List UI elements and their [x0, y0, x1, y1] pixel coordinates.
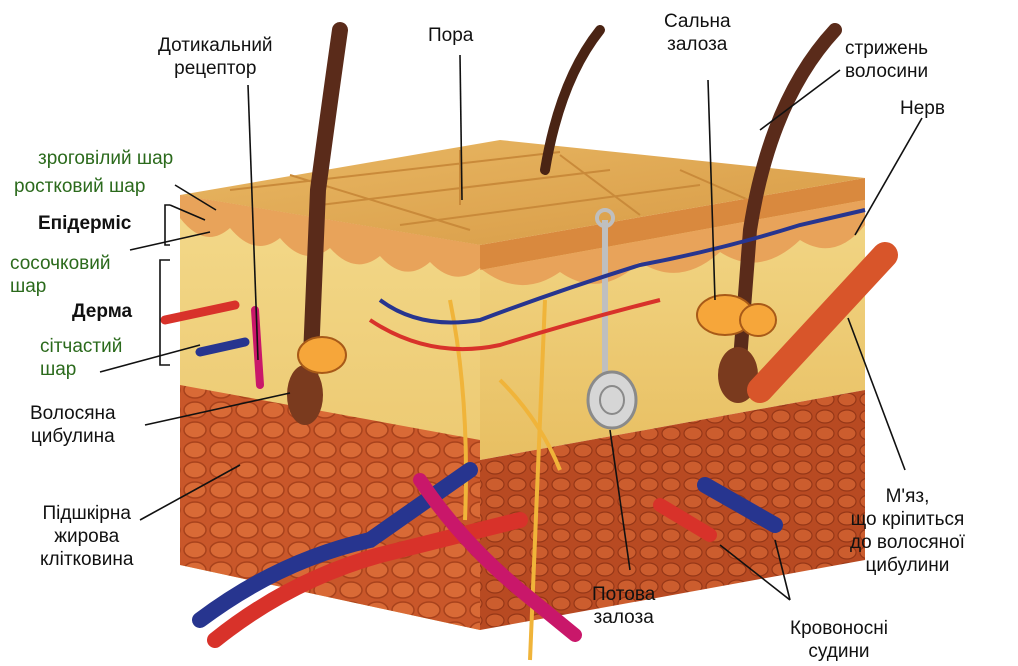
- hair-shaft-label: стрижень волосини: [845, 37, 928, 83]
- muscle-label: М'яз, що кріпиться до волосяної цибулини: [850, 485, 965, 577]
- nerve-label: Нерв: [900, 97, 945, 120]
- epidermis-label: Епідерміс: [38, 212, 131, 235]
- touch-receptor-label: Дотикальний рецептор: [158, 34, 273, 80]
- reticular-layer-label: сітчастий шар: [40, 335, 122, 381]
- dermis-label: Дерма: [72, 300, 132, 323]
- blood-vessels-label: Кровоносні судини: [790, 617, 888, 663]
- hair-bulb-label: Волосяна цибулина: [30, 402, 116, 448]
- subcutaneous-fat-label: Підшкірна жирова клітковина: [40, 502, 133, 571]
- sweat-gland-label: Потова залоза: [592, 583, 655, 629]
- sebaceous-gland-label: Сальна залоза: [664, 10, 731, 56]
- stratum-germinativum-label: ростковий шар: [14, 175, 145, 198]
- papillary-layer-label: сосочковий шар: [10, 252, 110, 298]
- stratum-corneum-label: зроговілий шар: [38, 147, 173, 170]
- pore-label: Пора: [428, 24, 473, 47]
